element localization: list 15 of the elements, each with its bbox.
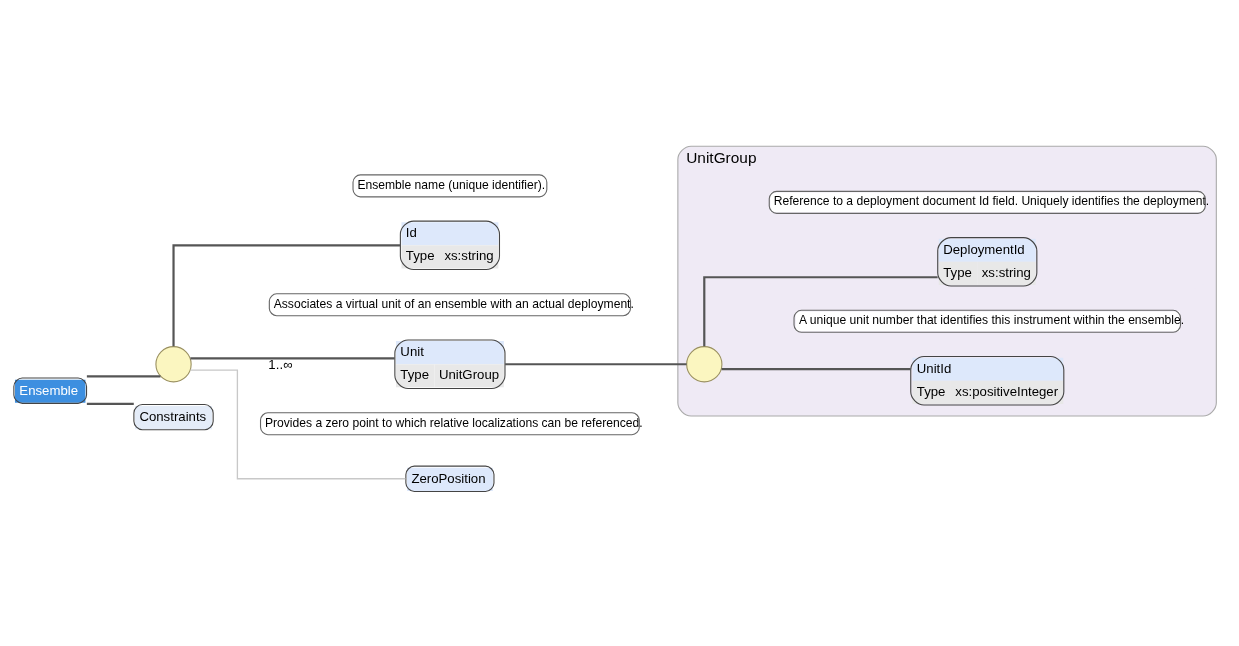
connector: [703, 275, 938, 346]
node-label: Associates a virtual unit of an ensemble with an actual deployment.: [273, 296, 634, 311]
connector: [86, 374, 161, 377]
node-circle: [155, 345, 192, 382]
connector: [86, 402, 134, 405]
node-label: Ensemble name (unique identifier).: [357, 177, 546, 192]
node-circle: [686, 345, 723, 382]
connector: [172, 243, 401, 346]
connector: [505, 362, 687, 365]
connector: [190, 356, 395, 359]
connector: [721, 367, 911, 370]
node-label: Provides a zero point to which relative localizations can be referenced.: [264, 415, 643, 430]
node-label: Reference to a deployment document Id field. Uniquely identifies the deployment.: [773, 193, 1210, 208]
connector: [189, 368, 407, 479]
edge-label: 1..∞: [268, 356, 293, 372]
